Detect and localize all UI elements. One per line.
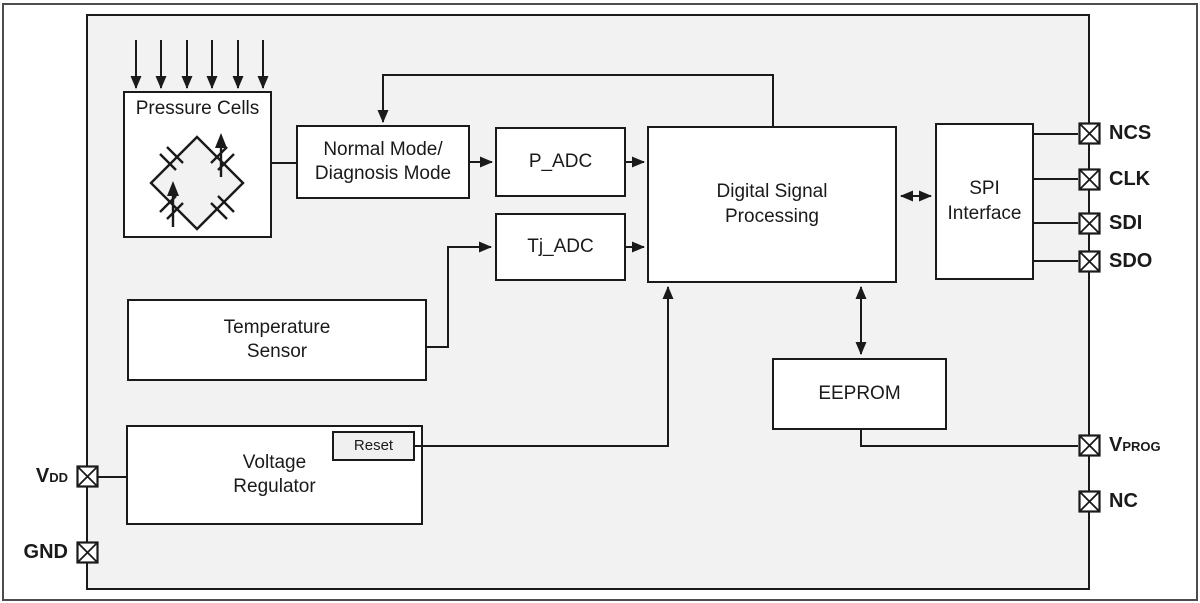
pin-box-icon <box>76 541 99 564</box>
pin-sdi-label: SDI <box>1109 212 1143 234</box>
pin-vprog-label: VPROG <box>1109 434 1161 456</box>
block-spi-interface-label: SPI Interface <box>947 178 1022 224</box>
pin-vprog: VPROG <box>1078 434 1161 457</box>
block-digital-signal-processing-label: Digital Signal Processing <box>716 181 828 227</box>
block-normal-diagnosis-mode-label: Normal Mode/ Diagnosis Mode <box>314 138 452 184</box>
block-p-adc-label: P_ADC <box>528 150 593 172</box>
pin-vdd: VDD <box>14 465 99 488</box>
block-spi-interface: SPI Interface <box>935 123 1034 280</box>
pin-box-icon <box>1078 250 1101 273</box>
block-voltage-regulator-label: Voltage Regulator <box>233 451 316 497</box>
pin-gnd: GND <box>14 541 99 564</box>
pin-sdi: SDI <box>1078 212 1142 235</box>
pin-vdd-label: VDD <box>35 465 68 487</box>
pin-box-icon <box>76 465 99 488</box>
pin-box-icon <box>1078 168 1101 191</box>
pin-ncs-label: NCS <box>1109 122 1152 144</box>
pin-box-icon <box>1078 490 1101 513</box>
pin-nc-label: NC <box>1109 490 1138 512</box>
block-tj-adc-label: Tj_ADC <box>527 235 594 257</box>
block-temperature-sensor-label: Temperature Sensor <box>223 316 331 362</box>
pin-box-icon <box>1078 434 1101 457</box>
pin-box-icon <box>1078 212 1101 235</box>
pin-ncs: NCS <box>1078 122 1151 145</box>
block-eeprom-label: EEPROM <box>818 382 901 404</box>
block-digital-signal-processing: Digital Signal Processing <box>647 126 897 283</box>
wheatstone-bridge-icon <box>149 133 245 231</box>
block-reset-label: Reset <box>353 437 394 455</box>
block-pressure-cells: Pressure Cells <box>123 91 272 238</box>
block-eeprom: EEPROM <box>772 358 947 430</box>
pin-clk: CLK <box>1078 168 1150 191</box>
block-tj-adc: Tj_ADC <box>495 213 626 281</box>
pin-sdo: SDO <box>1078 250 1152 273</box>
block-reset: Reset <box>332 431 415 461</box>
block-temperature-sensor: Temperature Sensor <box>127 299 427 381</box>
pin-box-icon <box>1078 122 1101 145</box>
pin-gnd-label: GND <box>23 541 68 563</box>
pin-clk-label: CLK <box>1109 168 1151 190</box>
pin-sdo-label: SDO <box>1109 250 1153 272</box>
block-pressure-cells-label: Pressure Cells <box>135 98 260 119</box>
block-p-adc: P_ADC <box>495 127 626 197</box>
pin-nc: NC <box>1078 490 1138 513</box>
block-normal-diagnosis-mode: Normal Mode/ Diagnosis Mode <box>296 125 470 199</box>
